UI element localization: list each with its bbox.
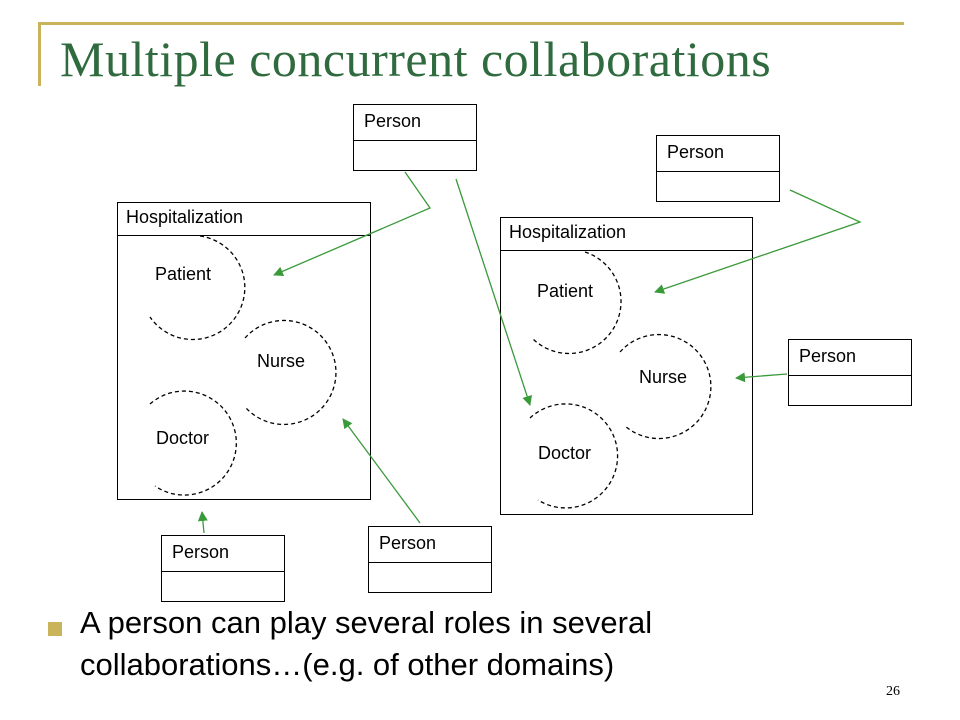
person-label: Person [354, 105, 476, 141]
person-box-top-center: Person [353, 104, 477, 171]
patient-role-label: Patient [537, 281, 594, 301]
patient-role-label: Patient [155, 264, 212, 284]
title-rule-vertical [38, 22, 41, 86]
arrow-person-bottomleft-to-left-doctor [197, 511, 208, 534]
slide-title: Multiple concurrent collaborations [60, 31, 772, 87]
nurse-role-label: Nurse [257, 351, 306, 371]
arrow-person-right-to-right-nurse [735, 372, 788, 383]
person-box-bottom-left: Person [161, 535, 285, 602]
collaboration-title: Hospitalization [118, 203, 370, 236]
nurse-role-arc [244, 319, 337, 426]
doctor-role-label: Doctor [538, 443, 592, 463]
person-box-bottom-center: Person [368, 526, 492, 593]
person-label: Person [657, 136, 779, 172]
nurse-role-label: Nurse [639, 367, 688, 387]
person-box-top-right: Person [656, 135, 780, 202]
arrow-person-topright-to-right-patient [654, 189, 862, 294]
person-box-right: Person [788, 339, 912, 406]
bullet-marker [48, 622, 62, 636]
bullet-text: A person can play several roles in sever… [80, 605, 653, 682]
collaboration-title: Hospitalization [501, 218, 752, 251]
doctor-role-label: Doctor [156, 428, 210, 448]
page-number: 26 [886, 684, 900, 699]
arrow-person-bottomcenter-to-left-nurse [342, 418, 421, 524]
person-label: Person [162, 536, 284, 572]
patient-role-arc [149, 235, 246, 341]
person-label: Person [369, 527, 491, 563]
patient-role-arc [531, 251, 622, 355]
arrow-person-top-to-left-patient [273, 171, 431, 277]
nurse-role-arc [619, 333, 712, 440]
collaboration-box-right: Hospitalization [500, 217, 753, 515]
person-label: Person [789, 340, 911, 376]
doctor-role-arc [529, 403, 619, 509]
title-rule-horizontal [38, 22, 904, 25]
doctor-role-arc [149, 390, 237, 496]
arrow-person-top-to-right-doctor [455, 178, 532, 406]
